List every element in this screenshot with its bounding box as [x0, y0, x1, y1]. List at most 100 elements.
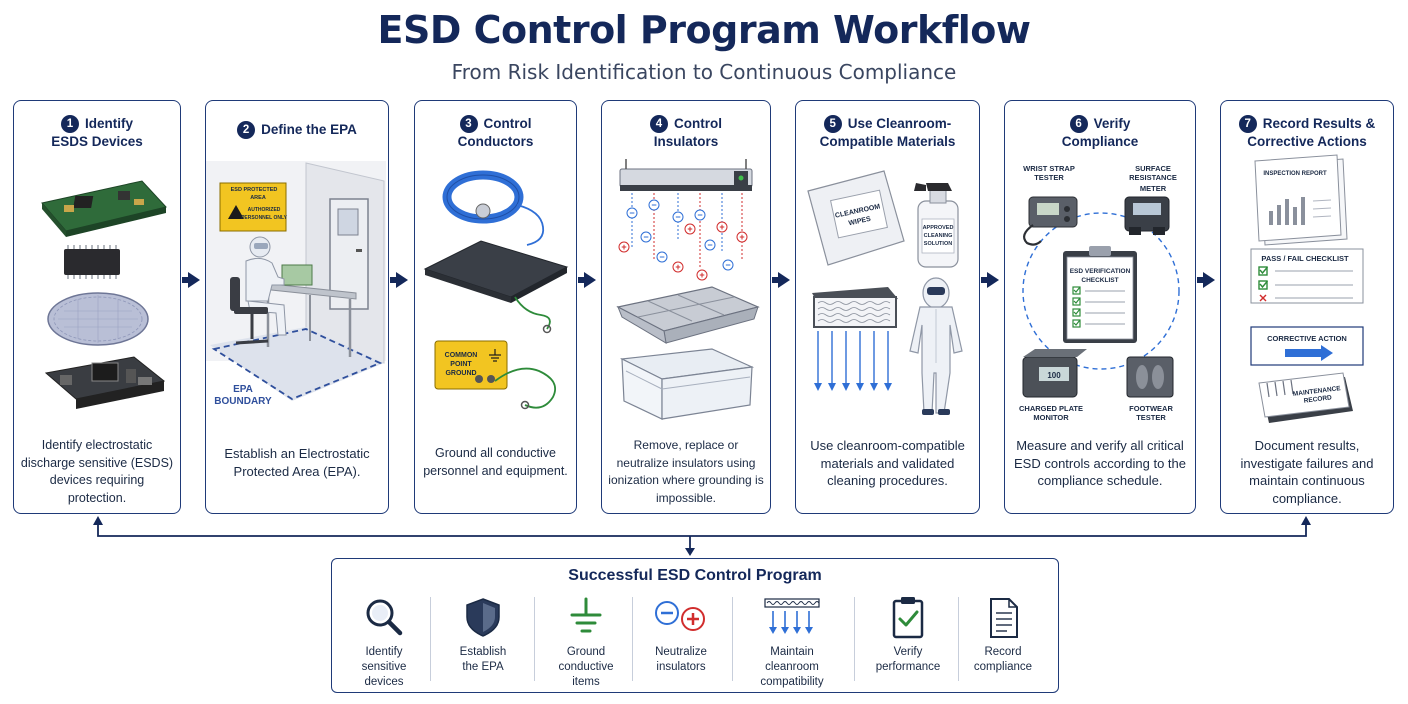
svg-text:+: +: [699, 270, 704, 280]
ic-chip-icon: [64, 245, 120, 279]
svg-text:CLEANING: CLEANING: [924, 233, 953, 239]
svg-text:+: +: [687, 224, 692, 234]
summary-divider: [430, 597, 431, 681]
svg-text:AREA: AREA: [250, 195, 266, 201]
hepa-filter-icon: [812, 287, 898, 328]
epa-boundary-label: EPA: [233, 384, 253, 395]
summary-divider: [632, 597, 633, 681]
svg-text:+: +: [719, 222, 724, 232]
ion-stream-icon: [631, 193, 743, 269]
summary-title: Successful ESD Control Program: [568, 567, 822, 584]
svg-text:PERSONNEL ONLY: PERSONNEL ONLY: [241, 215, 288, 221]
svg-text:100: 100: [1047, 371, 1061, 380]
svg-text:METER: METER: [1140, 184, 1167, 193]
svg-text:TESTER: TESTER: [1136, 413, 1166, 422]
grounding-mat-icon: [423, 240, 569, 334]
svg-text:RESISTANCE: RESISTANCE: [1129, 173, 1177, 182]
surface-resistance-meter-icon: [1124, 196, 1170, 235]
svg-text:APPROVED: APPROVED: [923, 225, 954, 231]
svg-text:FOOTWEAR: FOOTWEAR: [1129, 404, 1173, 413]
svg-text:−: −: [659, 252, 664, 262]
svg-text:ESD VERIFICATION: ESD VERIFICATION: [1070, 268, 1131, 275]
cleaning-solution-bottle-icon: APPROVED CLEANING SOLUTION: [914, 183, 959, 268]
svg-text:PASS / FAIL CHECKLIST: PASS / FAIL CHECKLIST: [1261, 254, 1349, 263]
pass-fail-checklist-icon: PASS / FAIL CHECKLIST: [1250, 248, 1364, 304]
summary-divider: [534, 597, 535, 681]
clear-container-icon: [619, 348, 755, 420]
verification-cycle-ring: [1022, 212, 1180, 370]
magnifier-icon: [366, 599, 403, 636]
wrist-strap-tester-icon: [1023, 196, 1078, 246]
silicon-wafer-icon: [47, 292, 149, 346]
flow-arrow-4-5: [772, 272, 790, 288]
svg-text:+: +: [621, 242, 626, 252]
svg-text:RECORD: RECORD: [1303, 394, 1332, 404]
page-subtitle: From Risk Identification to Continuous C…: [451, 60, 957, 84]
cleanroom-wipes-icon: CLEANROOM WIPES: [807, 170, 905, 266]
inspection-report-icon: INSPECTION REPORT: [1254, 154, 1348, 246]
svg-text:BOUNDARY: BOUNDARY: [214, 396, 272, 407]
svg-text:−: −: [643, 232, 648, 242]
filter-icon: [764, 598, 820, 634]
epa-boundary-line: [211, 328, 383, 401]
summary-divider: [958, 597, 959, 681]
svg-text:POINT: POINT: [450, 361, 472, 368]
svg-text:CHECKLIST: CHECKLIST: [1081, 277, 1118, 284]
step-1-description: Identify electrostatic discharge sensiti…: [20, 438, 174, 505]
chair-icon: [230, 277, 269, 345]
svg-text:COMMON: COMMON: [445, 352, 478, 359]
step-6-number: 6: [1069, 115, 1088, 133]
svg-text:SURFACE: SURFACE: [1135, 164, 1171, 173]
step-3-number: 3: [459, 115, 478, 133]
electronic-module-icon: [44, 356, 166, 409]
svg-text:−: −: [629, 208, 634, 218]
page-title: ESD Control Program Workflow: [377, 8, 1031, 52]
svg-text:INSPECTION REPORT: INSPECTION REPORT: [1263, 171, 1327, 177]
svg-text:GROUND: GROUND: [445, 370, 476, 377]
summary-divider: [854, 597, 855, 681]
svg-text:CORRECTIVE ACTION: CORRECTIVE ACTION: [1267, 334, 1347, 343]
svg-text:SOLUTION: SOLUTION: [924, 241, 952, 247]
epa-room-illustration: ESD PROTECTED AREA AUTHORIZED PERSONNEL …: [206, 161, 386, 407]
step-7-number: 7: [1238, 115, 1257, 133]
charged-plate-monitor-icon: 100: [1022, 349, 1087, 398]
common-point-ground-icon: COMMON POINT GROUND: [434, 340, 557, 410]
laminar-airflow-icon: [817, 331, 889, 385]
step-4-description: Remove, replace or neutralize insulators…: [608, 438, 764, 505]
clipboard-check-icon: [892, 597, 924, 639]
cleanroom-materials-illustration: CLEANROOM WIPES APPROVED CLEANING SOLUTI…: [807, 170, 963, 415]
verification-illustration: WRIST STRAP TESTER SURFACE RESISTANCE ME…: [1019, 164, 1180, 422]
insulators-illustration: − − + − − + − + − + − + − +: [616, 159, 760, 420]
flow-arrow-2-3: [390, 272, 408, 288]
step-4-number: 4: [650, 115, 668, 133]
step-5-description: Use cleanroom-compatible materials and v…: [810, 438, 965, 488]
svg-text:CHARGED PLATE: CHARGED PLATE: [1019, 404, 1083, 413]
maintenance-record-icon: MAINTENANCE RECORD: [1258, 372, 1353, 423]
svg-text:−: −: [697, 210, 702, 220]
svg-text:−: −: [707, 240, 712, 250]
step-1-number: 1: [60, 115, 79, 133]
shield-icon: [466, 598, 500, 637]
document-icon: [990, 598, 1018, 638]
svg-text:−: −: [675, 212, 680, 222]
flow-arrow-6-7: [1197, 272, 1215, 288]
plastic-tray-icon: [616, 286, 760, 344]
esd-verification-checklist-icon: ESD VERIFICATION CHECKLIST: [1063, 246, 1137, 343]
